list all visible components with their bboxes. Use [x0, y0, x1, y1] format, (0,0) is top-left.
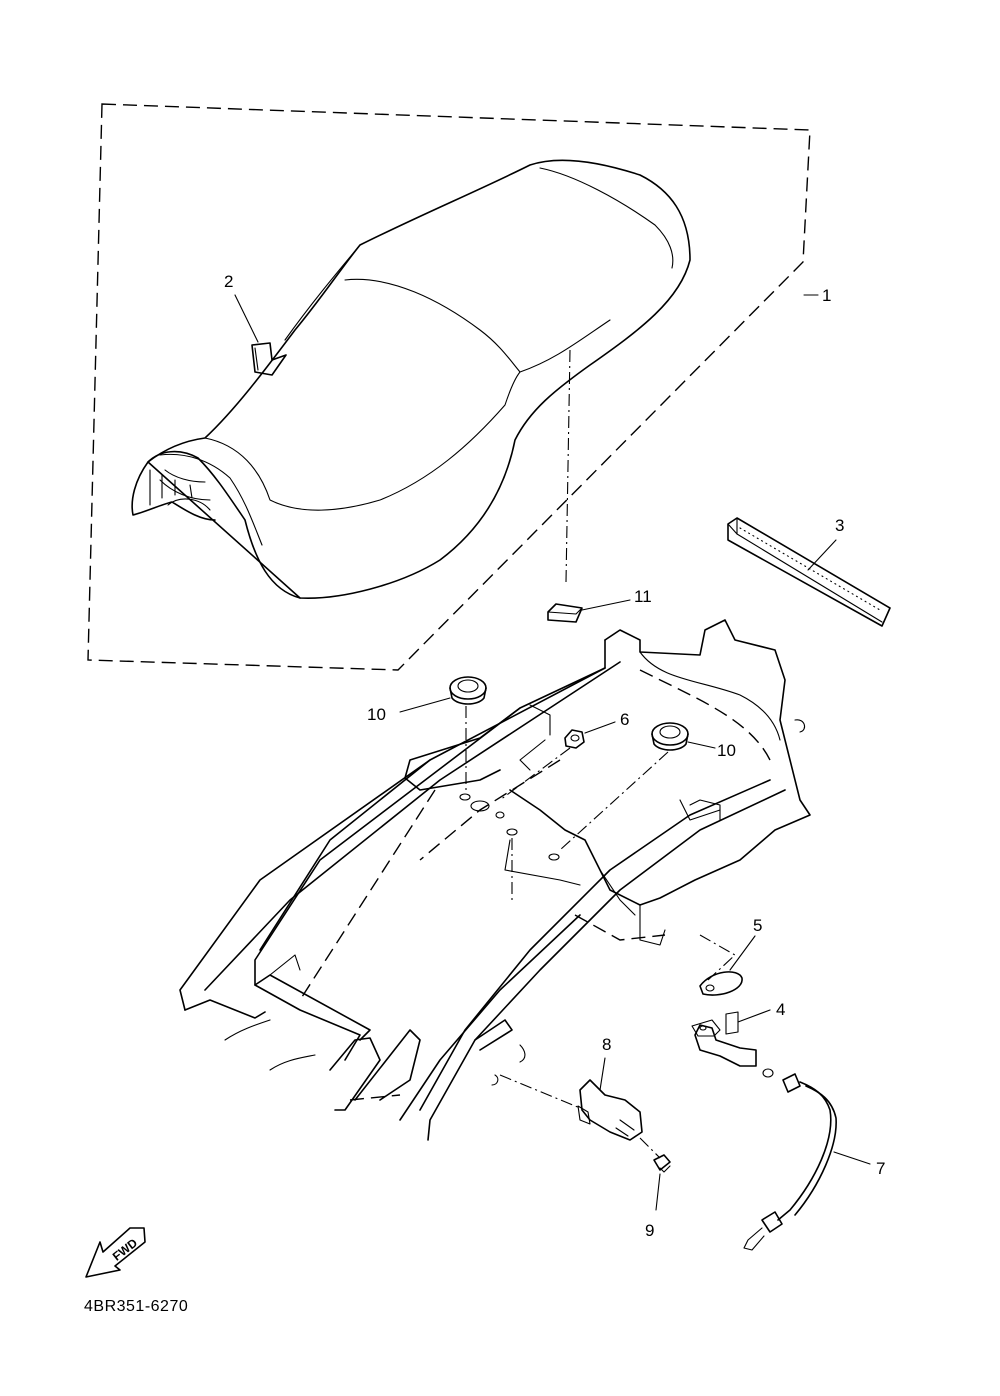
- callout-7: 7: [876, 1159, 885, 1178]
- callout-9: 9: [645, 1221, 654, 1240]
- seat-damper-part: [547, 599, 631, 623]
- callout-10-right: 10: [717, 741, 736, 760]
- forward-arrow-icon: FWD: [85, 1227, 146, 1278]
- rear-frame-drawing: [179, 619, 811, 1141]
- seat-clip-part: [234, 294, 287, 376]
- nut-part: [499, 721, 616, 801]
- callout-1: 1: [822, 286, 831, 305]
- seat-drawing: [131, 159, 691, 599]
- callout-3: 3: [835, 516, 844, 535]
- callout-2: 2: [224, 272, 233, 291]
- seat-assembly-boundary: [87, 103, 811, 671]
- damper-rubber-right-part: [559, 722, 716, 851]
- damper-rubber-left-part: [399, 676, 487, 792]
- callout-4: 4: [776, 1000, 785, 1019]
- fwd-label: FWD: [110, 1236, 140, 1264]
- lock-plate-part: [699, 935, 756, 996]
- foam-strip-part: [727, 517, 891, 627]
- callout-5: 5: [753, 916, 762, 935]
- screw-part: [653, 1154, 671, 1211]
- diagram-part-code: 4BR351-6270: [84, 1298, 189, 1315]
- callout-11: 11: [634, 587, 652, 606]
- callout-6: 6: [620, 710, 629, 729]
- lock-bracket-part: [691, 1009, 774, 1078]
- seat-lock-cable-part: [743, 1073, 871, 1251]
- callout-10-left: 10: [367, 705, 386, 724]
- callout-8: 8: [602, 1035, 611, 1054]
- seat-lock-cylinder-part: [499, 1057, 661, 1159]
